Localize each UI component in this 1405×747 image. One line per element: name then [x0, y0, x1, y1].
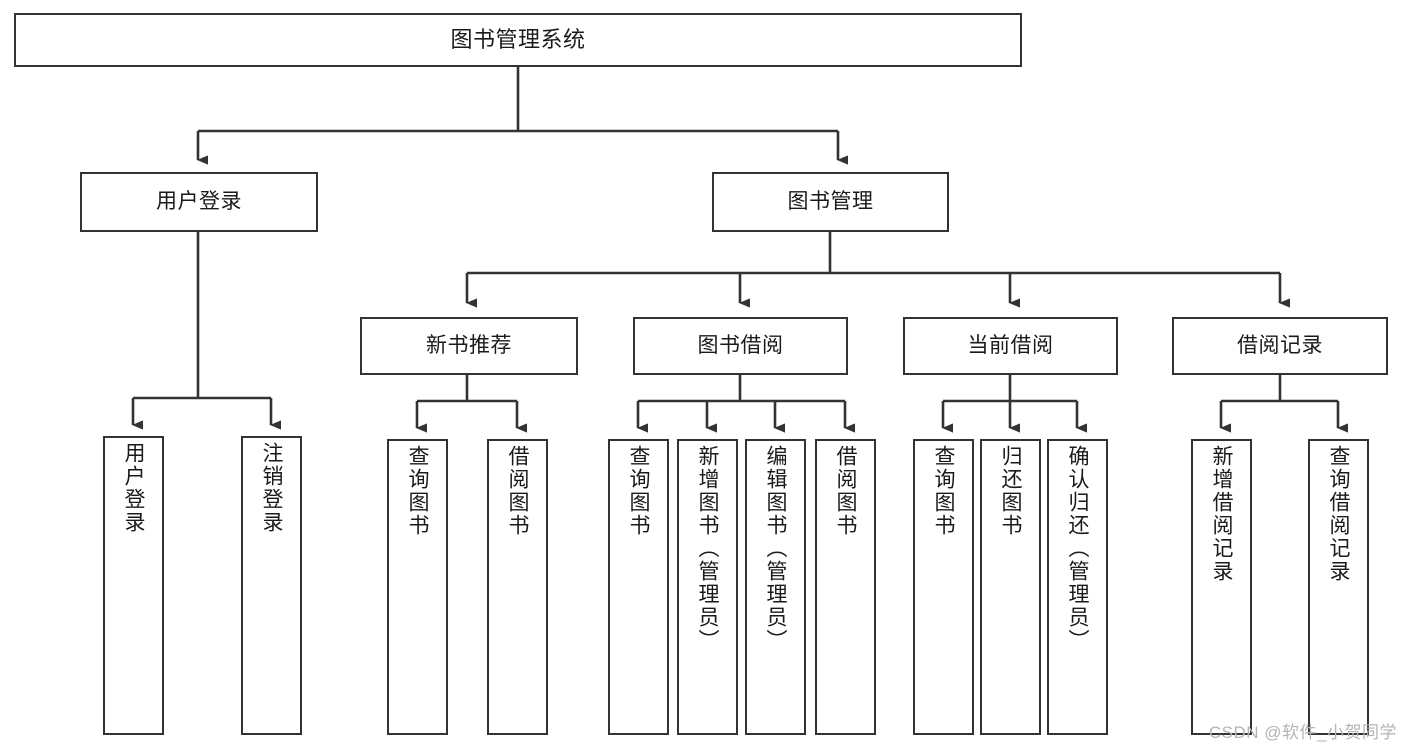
node-label: 当前借阅: [967, 333, 1054, 357]
node-current-borrow[interactable]: 当前借阅: [903, 317, 1118, 375]
node-label: 图书管理: [787, 189, 874, 213]
node-label: 注销登录: [260, 442, 284, 534]
node-label: 借阅图书: [834, 445, 858, 537]
node-label: 编辑图书（管理员）: [764, 445, 788, 652]
node-leaf-return-book[interactable]: 归还图书: [980, 439, 1041, 735]
node-leaf-user-login[interactable]: 用户登录: [103, 436, 164, 735]
node-label: 用户登录: [156, 189, 242, 213]
node-leaf-query-record[interactable]: 查询借阅记录: [1308, 439, 1369, 735]
node-borrow-record[interactable]: 借阅记录: [1172, 317, 1388, 375]
node-leaf-query-book-2[interactable]: 查询图书: [608, 439, 669, 735]
node-label: 新增借阅记录: [1210, 445, 1234, 583]
node-label: 新书推荐: [426, 333, 512, 357]
node-leaf-borrow-book-2[interactable]: 借阅图书: [815, 439, 876, 735]
node-label: 图书借阅: [697, 333, 784, 357]
node-label: 查询借阅记录: [1327, 445, 1351, 583]
node-book-management[interactable]: 图书管理: [712, 172, 949, 232]
node-label: 查询图书: [627, 445, 651, 537]
node-label: 查询图书: [406, 445, 430, 537]
node-leaf-add-record[interactable]: 新增借阅记录: [1191, 439, 1252, 735]
node-root-book-management-system[interactable]: 图书管理系统: [14, 13, 1022, 67]
node-book-borrow[interactable]: 图书借阅: [633, 317, 848, 375]
node-label: 查询图书: [932, 445, 956, 537]
node-leaf-confirm-return[interactable]: 确认归还（管理员）: [1047, 439, 1108, 735]
node-leaf-edit-book[interactable]: 编辑图书（管理员）: [745, 439, 806, 735]
node-user-login[interactable]: 用户登录: [80, 172, 318, 232]
node-label: 借阅图书: [506, 445, 530, 537]
csdn-watermark: CSDN @软件_小贺同学: [1208, 723, 1397, 742]
node-leaf-logout[interactable]: 注销登录: [241, 436, 302, 735]
node-label: 图书管理系统: [450, 27, 586, 53]
node-label: 新增图书（管理员）: [696, 445, 720, 652]
node-leaf-query-book-3[interactable]: 查询图书: [913, 439, 974, 735]
node-leaf-query-book-1[interactable]: 查询图书: [387, 439, 448, 735]
node-leaf-borrow-book-1[interactable]: 借阅图书: [487, 439, 548, 735]
node-leaf-add-book[interactable]: 新增图书（管理员）: [677, 439, 738, 735]
node-label: 确认归还（管理员）: [1066, 445, 1090, 652]
node-label: 用户登录: [122, 442, 146, 534]
node-label: 归还图书: [999, 445, 1023, 537]
node-label: 借阅记录: [1237, 333, 1323, 357]
node-new-book-recommend[interactable]: 新书推荐: [360, 317, 578, 375]
